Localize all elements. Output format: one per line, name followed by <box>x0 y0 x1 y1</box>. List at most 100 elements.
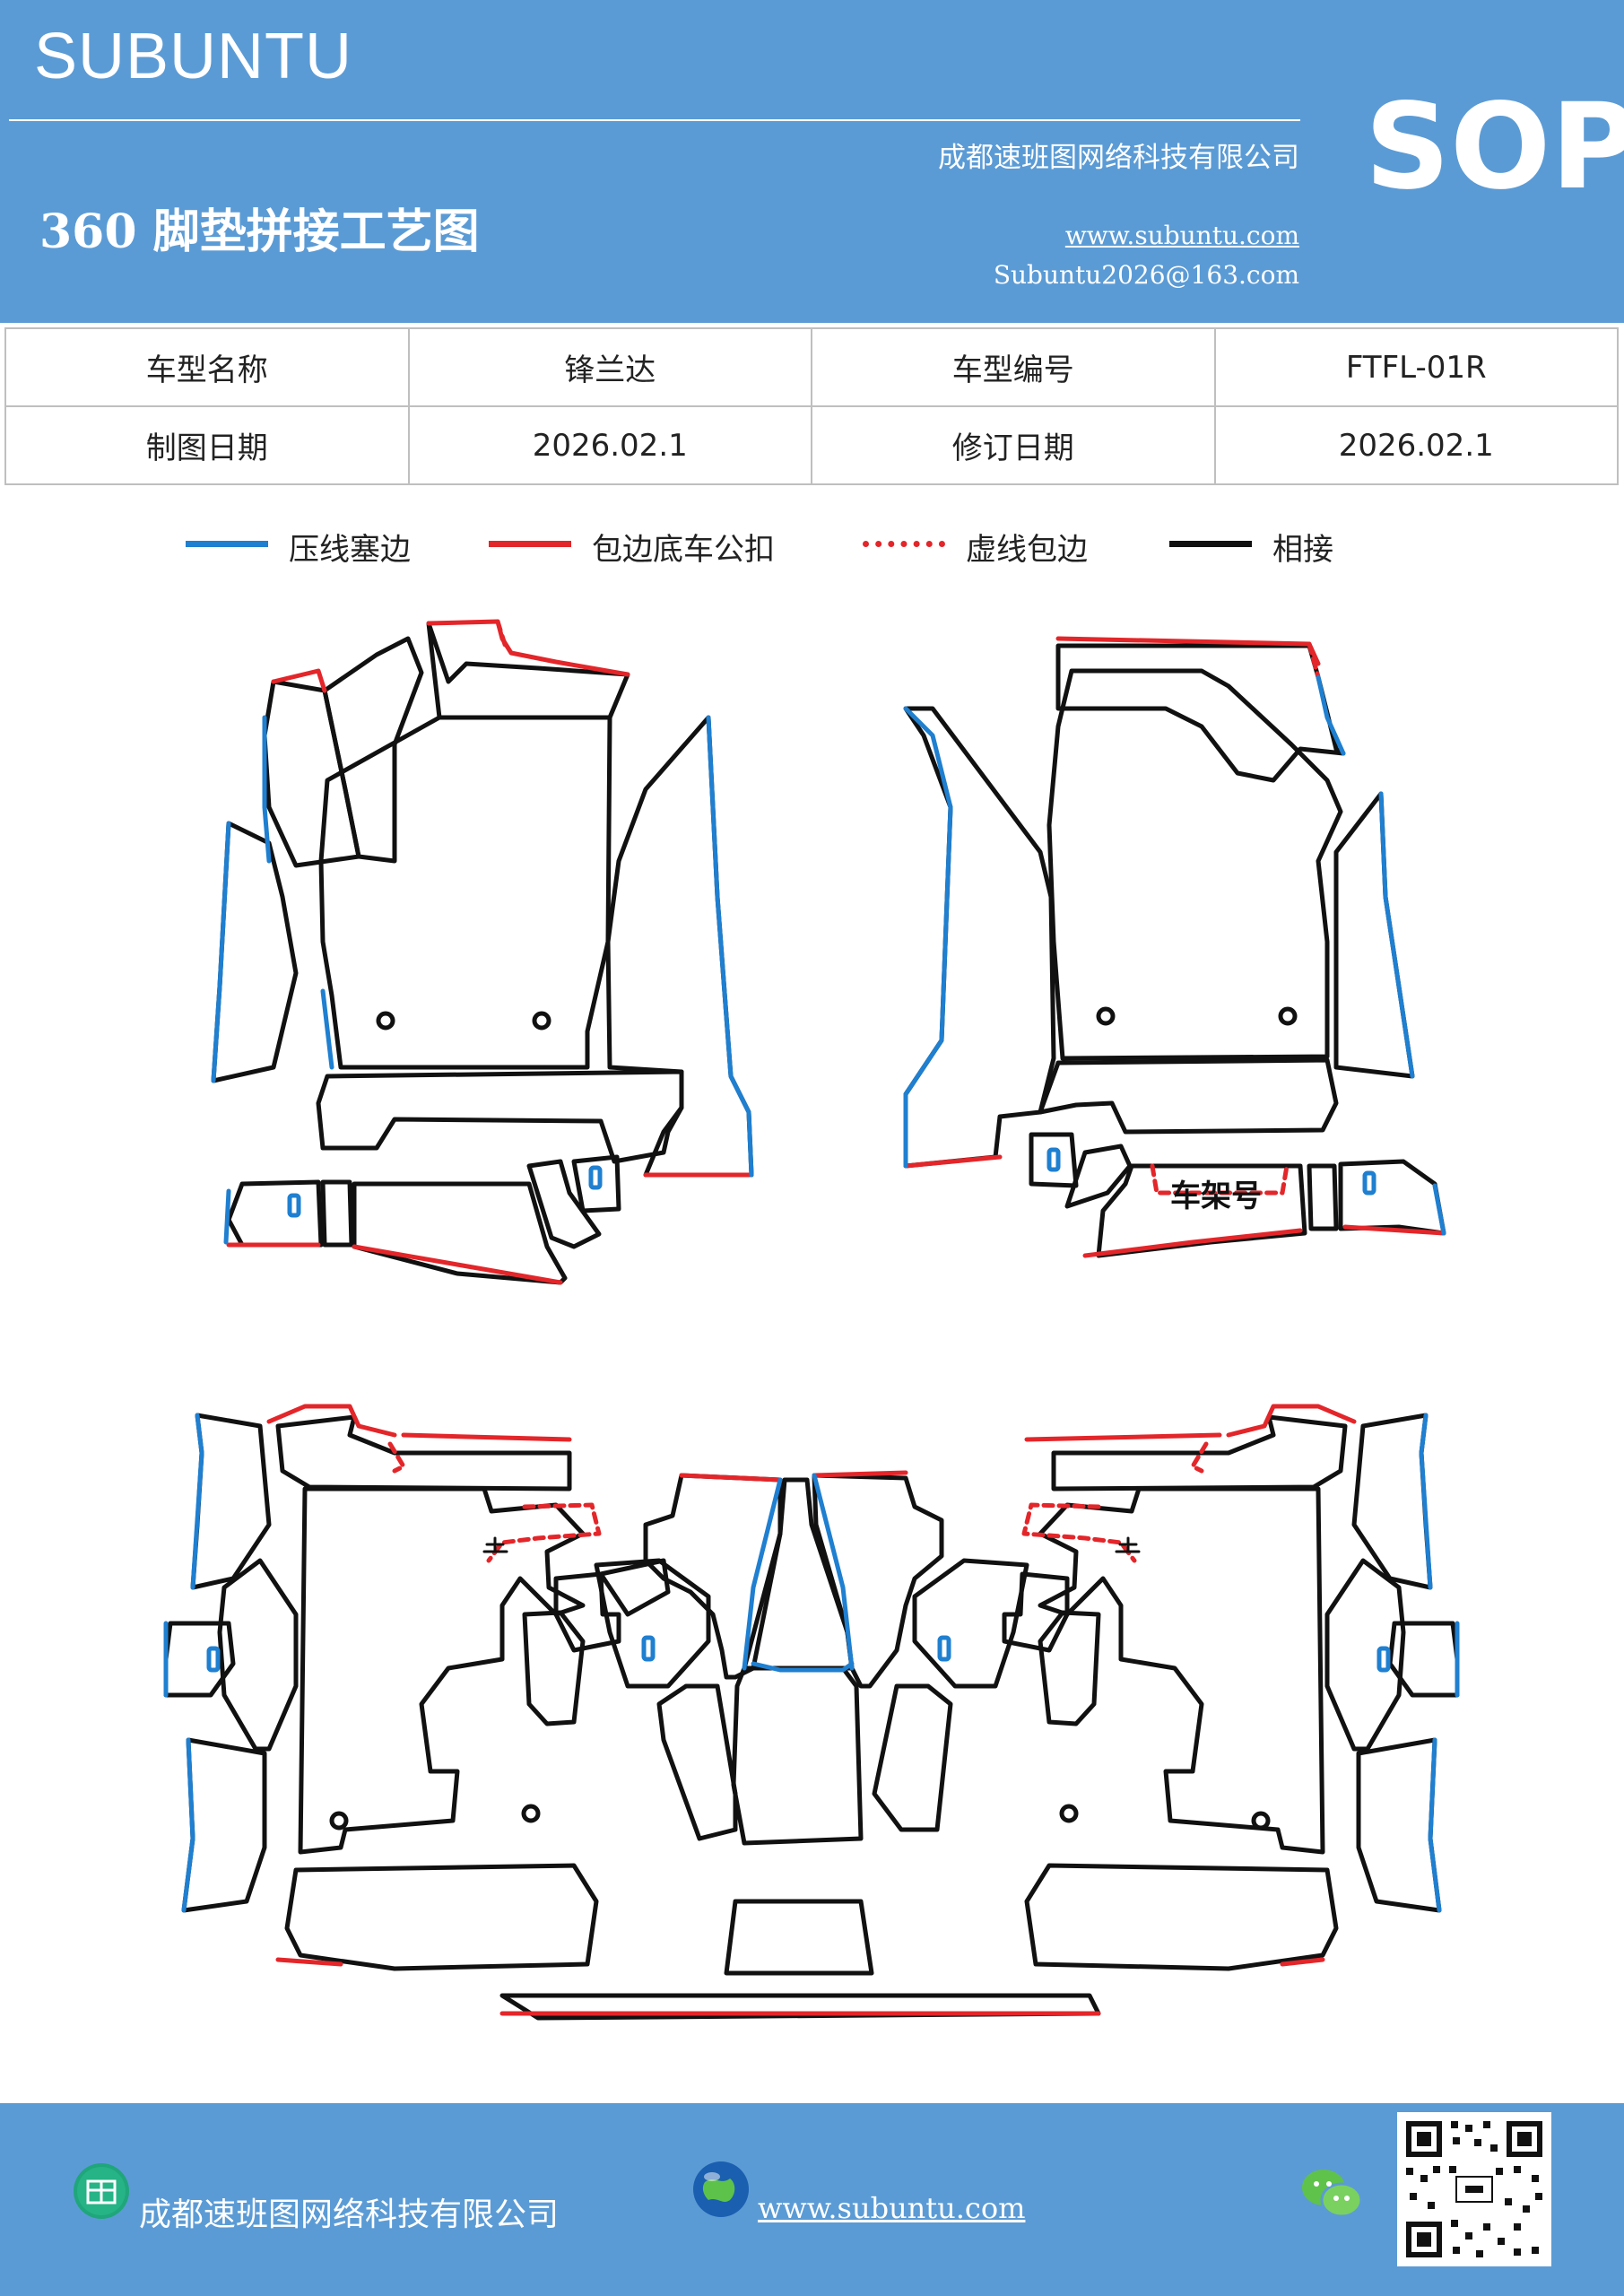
mat-piece <box>724 1899 874 1976</box>
mat-piece <box>1046 668 1343 1061</box>
mat-piece <box>1338 1159 1446 1236</box>
header-banner: SUBUNTU 成都速班图网络科技有限公司 360 脚垫拼接工艺图 www.su… <box>0 0 1624 323</box>
table-row: 制图日期 2026.02.1 修订日期 2026.02.1 <box>4 405 1619 485</box>
press-edge <box>181 1737 195 1913</box>
table-cell-label: 车型编号 <box>811 327 1216 407</box>
table-cell-value: 2026.02.1 <box>407 405 812 485</box>
clip-hole <box>329 1811 349 1831</box>
mat-piece <box>284 1863 599 1971</box>
qr-code-icon[interactable] <box>1397 2112 1551 2266</box>
mat-piece <box>731 1665 864 1846</box>
footer-banner: 成都速班图网络科技有限公司 www.subuntu.com <box>0 2103 1624 2296</box>
dashed-wrap-edge <box>387 1441 406 1474</box>
wrap-edge <box>1082 1228 1303 1258</box>
anchor-mark <box>1115 1536 1141 1553</box>
press-edge <box>223 1188 231 1245</box>
wrap-edge <box>1055 636 1321 666</box>
mat-piece <box>522 1610 586 1726</box>
mat-piece <box>571 1154 621 1213</box>
mat-piece <box>1038 1057 1339 1135</box>
press-edge <box>190 1413 204 1590</box>
press-edge <box>1316 674 1346 756</box>
wrap-edge <box>266 1404 572 1442</box>
legend-label: 相接 <box>1272 532 1333 568</box>
footer-website-link[interactable]: www.subuntu.com <box>758 2191 1026 2225</box>
mat-piece <box>320 1179 354 1248</box>
slot-marker <box>206 1646 221 1673</box>
mat-piece <box>912 1558 1029 1689</box>
mat-piece <box>352 1181 568 1285</box>
press-edge <box>1419 1413 1433 1590</box>
clip-hole <box>1251 1811 1271 1831</box>
legend-swatch <box>1169 541 1252 547</box>
table-cell-value: 2026.02.1 <box>1213 405 1619 485</box>
slot-marker <box>1046 1147 1061 1172</box>
wrap-edge <box>271 668 327 693</box>
table-cell-value: 锋兰达 <box>407 327 812 407</box>
footer-company: 成都速班图网络科技有限公司 <box>139 2196 560 2233</box>
mat-piece <box>656 1683 738 1841</box>
dashed-wrap-edge <box>495 619 509 653</box>
slot-marker <box>1376 1646 1391 1673</box>
legend: 压线塞边 包边底车公扣 虚线包边 相接 <box>0 525 1624 570</box>
wrap-edge <box>275 1957 343 1967</box>
mat-piece <box>1029 1132 1079 1188</box>
company-name: 成都速班图网络科技有限公司 <box>938 142 1299 174</box>
sop-badge: SOP <box>1365 78 1624 216</box>
dashed-wrap-edge <box>1190 1441 1209 1474</box>
brand-name: SUBUNTU <box>34 21 353 92</box>
slot-marker <box>1362 1170 1376 1196</box>
table-cell-value: FTFL-01R <box>1213 327 1619 407</box>
table-cell-label: 修订日期 <box>811 405 1216 485</box>
legend-label: 压线塞边 <box>289 532 411 568</box>
press-edge <box>1378 791 1415 1079</box>
legend-label: 包边底车公扣 <box>592 532 775 568</box>
wrap-edge <box>352 1244 563 1285</box>
slot-marker <box>588 1165 603 1190</box>
mat-piece <box>1055 643 1346 783</box>
wrap-edge <box>812 1470 908 1478</box>
press-edge <box>320 988 334 1070</box>
website-link[interactable]: www.subuntu.com <box>1064 221 1299 250</box>
wrap-edge <box>679 1473 783 1483</box>
press-edge <box>1428 1737 1442 1913</box>
press-edge <box>1432 1183 1446 1236</box>
slot-marker <box>937 1635 951 1662</box>
clip-hole <box>376 1011 395 1031</box>
mat-piece <box>598 1558 671 1617</box>
table-cell-label: 车型名称 <box>4 327 410 407</box>
mat-piece <box>181 1737 267 1913</box>
clip-hole <box>1278 1006 1298 1026</box>
building-icon <box>74 2163 129 2219</box>
mat-piece <box>226 1179 324 1248</box>
clip-hole <box>521 1804 541 1823</box>
mat-piece <box>594 1558 711 1689</box>
clip-hole <box>1096 1006 1116 1026</box>
header-divider <box>9 119 1300 121</box>
table-cell-label: 制图日期 <box>4 405 410 485</box>
press-edge <box>742 1477 783 1671</box>
clip-hole <box>1059 1804 1079 1823</box>
legend-swatch <box>863 541 945 547</box>
mat-piece <box>1051 1414 1348 1492</box>
mat-piece <box>217 1558 299 1752</box>
document-title: 360 脚垫拼接工艺图 <box>39 204 480 259</box>
wrap-edge <box>1280 1957 1325 1967</box>
mat-piece <box>316 1069 684 1164</box>
table-row: 车型名称 锋兰达 车型编号 FTFL-01R <box>4 327 1619 407</box>
frame-number-label: 车架号 <box>1170 1178 1262 1214</box>
mat-piece <box>426 621 630 720</box>
mat-piece <box>1324 1558 1406 1752</box>
press-edge <box>262 715 272 864</box>
clip-hole <box>532 1011 551 1031</box>
floor-mat-diagram: 车架号 <box>163 619 1460 2021</box>
dashed-wrap-edge <box>1307 641 1321 680</box>
wrap-edge <box>903 1154 1003 1169</box>
mat-piece <box>1333 791 1415 1079</box>
email-address: Subuntu2026@163.com <box>993 260 1299 290</box>
mat-piece <box>1038 1486 1325 1855</box>
mat-piece <box>1307 1163 1339 1231</box>
mat-piece <box>1064 1144 1133 1209</box>
wechat-icon[interactable] <box>1300 2166 1363 2222</box>
mat-piece <box>298 1486 586 1855</box>
